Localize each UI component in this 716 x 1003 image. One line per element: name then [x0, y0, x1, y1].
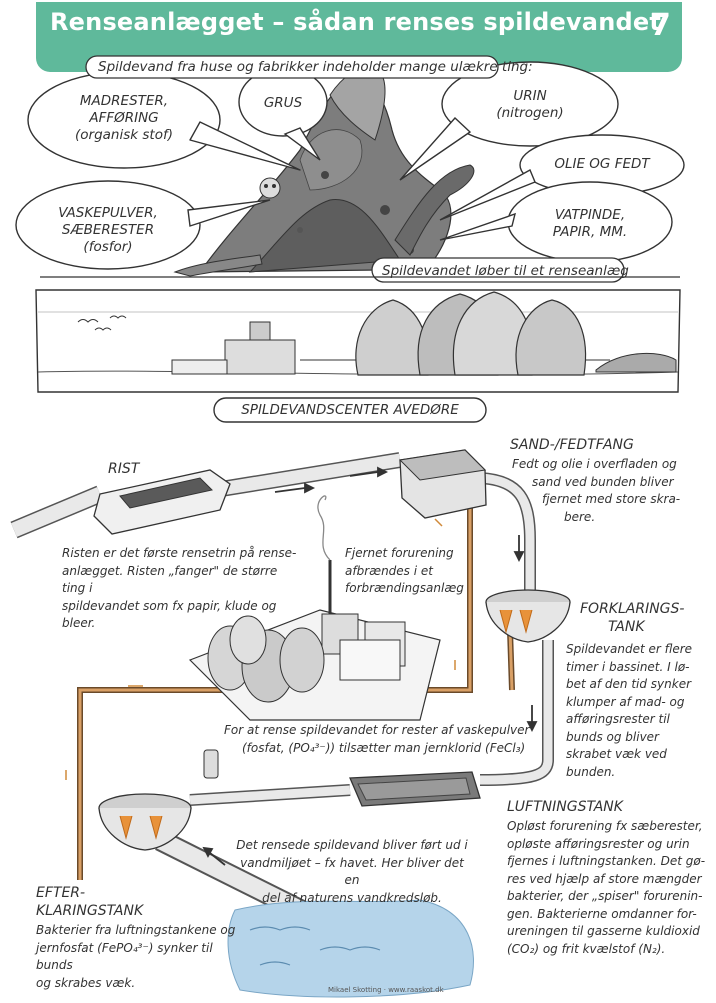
bubble-line: (fosfor) [83, 239, 133, 255]
desc-line: Risten er det første rensetrin på rense- [62, 546, 297, 560]
plant-panel [35, 289, 681, 393]
bubble-line: VASKEPULVER, [58, 205, 158, 221]
bubble-madrester-text: MADRESTER, AFFØRING (organisk stof) [42, 93, 206, 144]
bubble-line: SÆBERESTER [61, 222, 155, 238]
bubble-line: URIN [513, 88, 547, 104]
efterklaring-tank [98, 793, 192, 851]
desc-line: Bakterier fra luftningstankene og [36, 923, 236, 937]
sandfang-description: Fedt og olie i overfladen og sand ved bu… [512, 456, 682, 526]
bubble-vaskepulver [15, 180, 201, 270]
desc-line: klumper af mad- og [566, 694, 685, 709]
bubble-line: (organisk stof) [75, 127, 173, 143]
desc-line: Fedt og olie i overfladen og [512, 457, 677, 471]
bubble-line: MADRESTER, [79, 93, 169, 109]
plant-name: SPILDEVANDSCENTER AVEDØRE [241, 402, 459, 418]
luftning-description: Opløst forurening fx sæberester, opløste… [507, 818, 712, 958]
incineration-plant [188, 495, 441, 721]
sea-water [227, 899, 474, 998]
bubble-olie-text: OLIE OG FEDT [554, 156, 650, 172]
desc-line: bet af den tid synker [566, 677, 692, 691]
desc-line: Det rensede spildevand bliver ført ud i [236, 838, 468, 852]
sandfang-tank [398, 449, 487, 519]
intro-caption: Spildevand fra huse og fabrikker indehol… [98, 59, 533, 75]
bubble-grus-text: GRUS [263, 95, 303, 111]
efterklaring-label: EFTER- KLARINGSTANK [36, 884, 143, 920]
bubble-line: (nitrogen) [496, 105, 564, 121]
bubble-urin-text: URIN (nitrogen) [470, 88, 590, 122]
forbraending-description: Fjernet forurening afbrændes i et forbræ… [345, 545, 485, 598]
bubble-line: VATPINDE, [554, 207, 626, 223]
bubble-urin [441, 61, 619, 147]
forklaring-label: FORKLARINGS- TANK [580, 600, 684, 636]
forklaring-tank [485, 589, 571, 643]
desc-line: bunden. [566, 764, 616, 779]
desc-line: opløste afføringsrester og urin [507, 836, 690, 851]
desc-line: fjernet med store skra- [542, 492, 681, 506]
page-number: 7 [650, 8, 671, 43]
desc-line: jernfosfat (FePO₄³⁻) synker til bunds [36, 940, 213, 973]
desc-line: Spildevandet er flere [566, 642, 693, 656]
plant-name-box [213, 397, 487, 423]
bubble-line: PAPIR, MM. [552, 224, 628, 240]
desc-line: timer i bassinet. I lø- [566, 659, 690, 674]
label-line: EFTER- [36, 885, 86, 901]
sandfang-label: SAND-/FEDTFANG [510, 437, 634, 453]
desc-line: (fosfat, (PO₄³⁻)) tilsætter man jernklor… [242, 740, 526, 755]
desc-line: fjernes i luftningstanken. Det gø- [507, 854, 706, 868]
desc-line: res ved hjælp af store mængder [507, 871, 702, 886]
label-line: TANK [608, 619, 645, 635]
luftning-label: LUFTNINGSTANK [507, 799, 623, 815]
page-title: Renseanlægget – sådan renses spildevande… [50, 8, 662, 36]
desc-line: sand ved bunden bliver [532, 474, 674, 489]
label-line: KLARINGSTANK [36, 903, 144, 919]
efterklaring-description: Bakterier fra luftningstankene og jernfo… [36, 922, 236, 992]
sewage-splash-illustration [173, 66, 475, 277]
jernklorid-container [203, 749, 219, 779]
rist-description: Risten er det første rensetrin på rense-… [62, 545, 302, 633]
scene1-caption: Spildevandet løber til et renseanlæg [382, 263, 629, 279]
desc-line: skrabet væk ved [566, 747, 667, 761]
rist-label: RIST [108, 461, 140, 477]
desc-line: anlægget. Risten „fanger" de større ting… [62, 563, 278, 596]
desc-line: del af naturens vandkredsløb. [262, 890, 442, 905]
udledning-description: Det rensede spildevand bliver ført ud i … [232, 837, 472, 907]
forklaring-description: Spildevandet er flere timer i bassinet. … [566, 641, 706, 781]
desc-line: bere. [564, 509, 596, 524]
desc-line: bunds og bliver [566, 729, 659, 744]
desc-line: Opløst forurening fx sæberester, [507, 819, 703, 833]
rist-screen [93, 469, 231, 535]
desc-line: bakterier, der „spiser" forurenin- [507, 889, 703, 903]
desc-line: og skrabes væk. [36, 975, 136, 990]
desc-line: gen. Bakterierne omdanner for- [507, 906, 697, 921]
label-line: FORKLARINGS- [580, 601, 685, 617]
scene1-caption-box [371, 257, 625, 283]
illustrator-credit: Mikael Skotting · www.raaskot.dk [328, 986, 444, 994]
desc-line: afbrændes i et [345, 563, 433, 578]
desc-line: afføringsrester til [566, 712, 670, 726]
intro-caption-box [85, 55, 499, 79]
jernklorid-description: For at rense spildevandet for rester af … [224, 722, 534, 757]
desc-line: (CO₂) og frit kvælstof (N₂). [507, 941, 666, 956]
bubble-vatpinde-text: VATPINDE, PAPIR, MM. [520, 207, 660, 241]
desc-line: Fjernet forurening [345, 546, 454, 560]
desc-line: For at rense spildevandet for rester af … [224, 723, 530, 737]
desc-line: spildevandet som fx papir, klude og blee… [62, 598, 277, 631]
luftning-tank [349, 771, 481, 807]
bubble-line: AFFØRING [89, 110, 159, 126]
desc-line: vandmiljøet – fx havet. Her bliver det e… [240, 855, 464, 888]
desc-line: forbrændingsanlæg [345, 581, 464, 595]
desc-line: ureningen til gasserne kuldioxid [507, 924, 700, 938]
bubble-vaskepulver-text: VASKEPULVER, SÆBERESTER (fosfor) [24, 205, 192, 256]
